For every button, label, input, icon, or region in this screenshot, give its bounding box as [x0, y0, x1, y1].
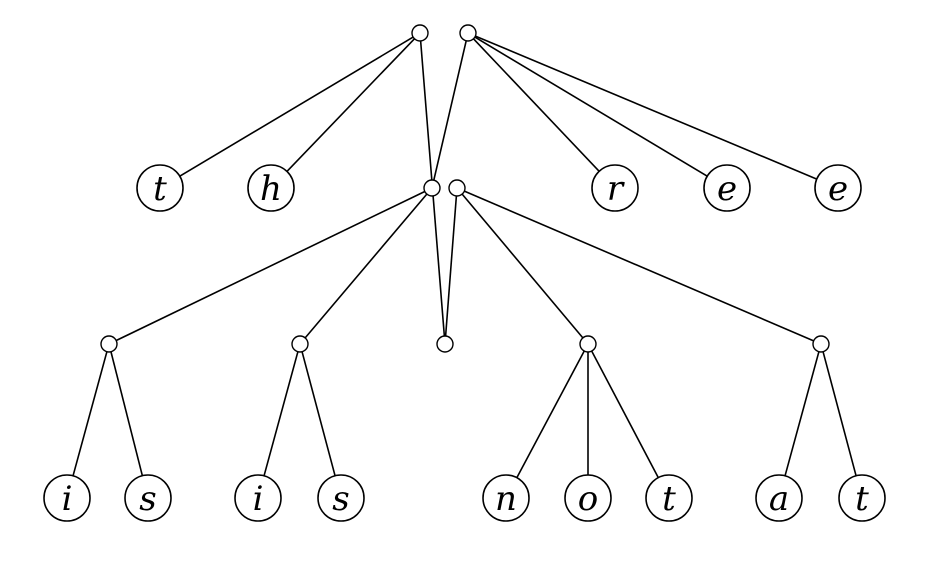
leaf-node-h1: h	[247, 164, 295, 212]
leaf-circle	[247, 164, 295, 212]
inner-node-lower-center	[436, 335, 454, 353]
leaf-node-r1: r	[591, 164, 639, 212]
leaf-node-e2: e	[814, 164, 862, 212]
inner-node-lower-3	[579, 335, 597, 353]
edge-mid-right-lower-center	[444, 195, 458, 337]
nodes-layer: t h r e e i s i s n o t a t	[43, 24, 886, 522]
edge-lower-4-t3	[822, 351, 857, 476]
edge-mid-left-lower-2	[304, 193, 428, 339]
leaf-node-n1: n	[482, 474, 530, 522]
edges-layer	[72, 35, 857, 479]
inner-node-top-right	[459, 24, 477, 42]
leaf-circle	[317, 474, 365, 522]
leaf-node-t3: t	[838, 474, 886, 522]
leaf-label: e	[717, 169, 737, 209]
edge-top-right-r1	[472, 38, 600, 172]
edge-lower-2-s2	[301, 351, 336, 476]
leaf-label: a	[769, 479, 789, 519]
leaf-node-t1: t	[136, 164, 184, 212]
leaf-label: i	[253, 479, 264, 519]
leaf-label: h	[260, 169, 282, 209]
inner-node-top-left	[411, 24, 429, 42]
edge-lower-3-t2	[591, 350, 660, 479]
edge-lower-4-a1	[784, 351, 820, 477]
leaf-node-e1: e	[703, 164, 751, 212]
leaf-label: r	[607, 169, 625, 209]
leaf-node-s2: s	[317, 474, 365, 522]
edge-top-left-h1	[286, 38, 416, 172]
edge-lower-2-i2	[263, 351, 299, 477]
leaf-label: t	[153, 169, 167, 209]
leaf-circle	[234, 474, 282, 522]
leaf-node-i1: i	[43, 474, 91, 522]
edge-lower-1-s1	[110, 351, 144, 476]
leaf-node-t2: t	[645, 474, 693, 522]
inner-node-mid-left	[423, 179, 441, 197]
inner-node-lower-1	[100, 335, 118, 353]
leaf-label: e	[828, 169, 848, 209]
leaf-circle	[645, 474, 693, 522]
leaf-circle	[838, 474, 886, 522]
edge-top-right-e2	[475, 35, 818, 180]
leaf-circle	[591, 164, 639, 212]
edge-top-right-mid-left	[433, 40, 467, 181]
leaf-node-o1: o	[564, 474, 612, 522]
leaf-node-i2: i	[234, 474, 282, 522]
leaf-circle	[814, 164, 862, 212]
leaf-node-a1: a	[755, 474, 803, 522]
leaf-label: t	[855, 479, 869, 519]
leaf-circle	[564, 474, 612, 522]
edge-mid-right-lower-3	[461, 193, 584, 339]
leaf-circle	[482, 474, 530, 522]
leaf-label: s	[139, 479, 156, 519]
edge-top-right-e1	[474, 36, 708, 177]
leaf-label: o	[578, 479, 598, 519]
edge-lower-3-n1	[516, 350, 585, 479]
inner-node-mid-right	[448, 179, 466, 197]
leaf-circle	[124, 474, 172, 522]
leaf-circle	[755, 474, 803, 522]
edge-mid-right-lower-4	[464, 190, 814, 342]
leaf-circle	[136, 164, 184, 212]
edge-top-left-t1	[179, 36, 414, 177]
inner-node-lower-4	[812, 335, 830, 353]
edge-mid-left-lower-1	[115, 190, 426, 342]
leaf-label: s	[332, 479, 349, 519]
inner-node-lower-2	[291, 335, 309, 353]
edge-lower-1-i1	[72, 351, 108, 477]
leaf-node-s1: s	[124, 474, 172, 522]
leaf-label: i	[62, 479, 73, 519]
leaf-label: t	[662, 479, 676, 519]
leaf-circle	[43, 474, 91, 522]
leaf-circle	[703, 164, 751, 212]
leaf-label: n	[495, 479, 517, 519]
